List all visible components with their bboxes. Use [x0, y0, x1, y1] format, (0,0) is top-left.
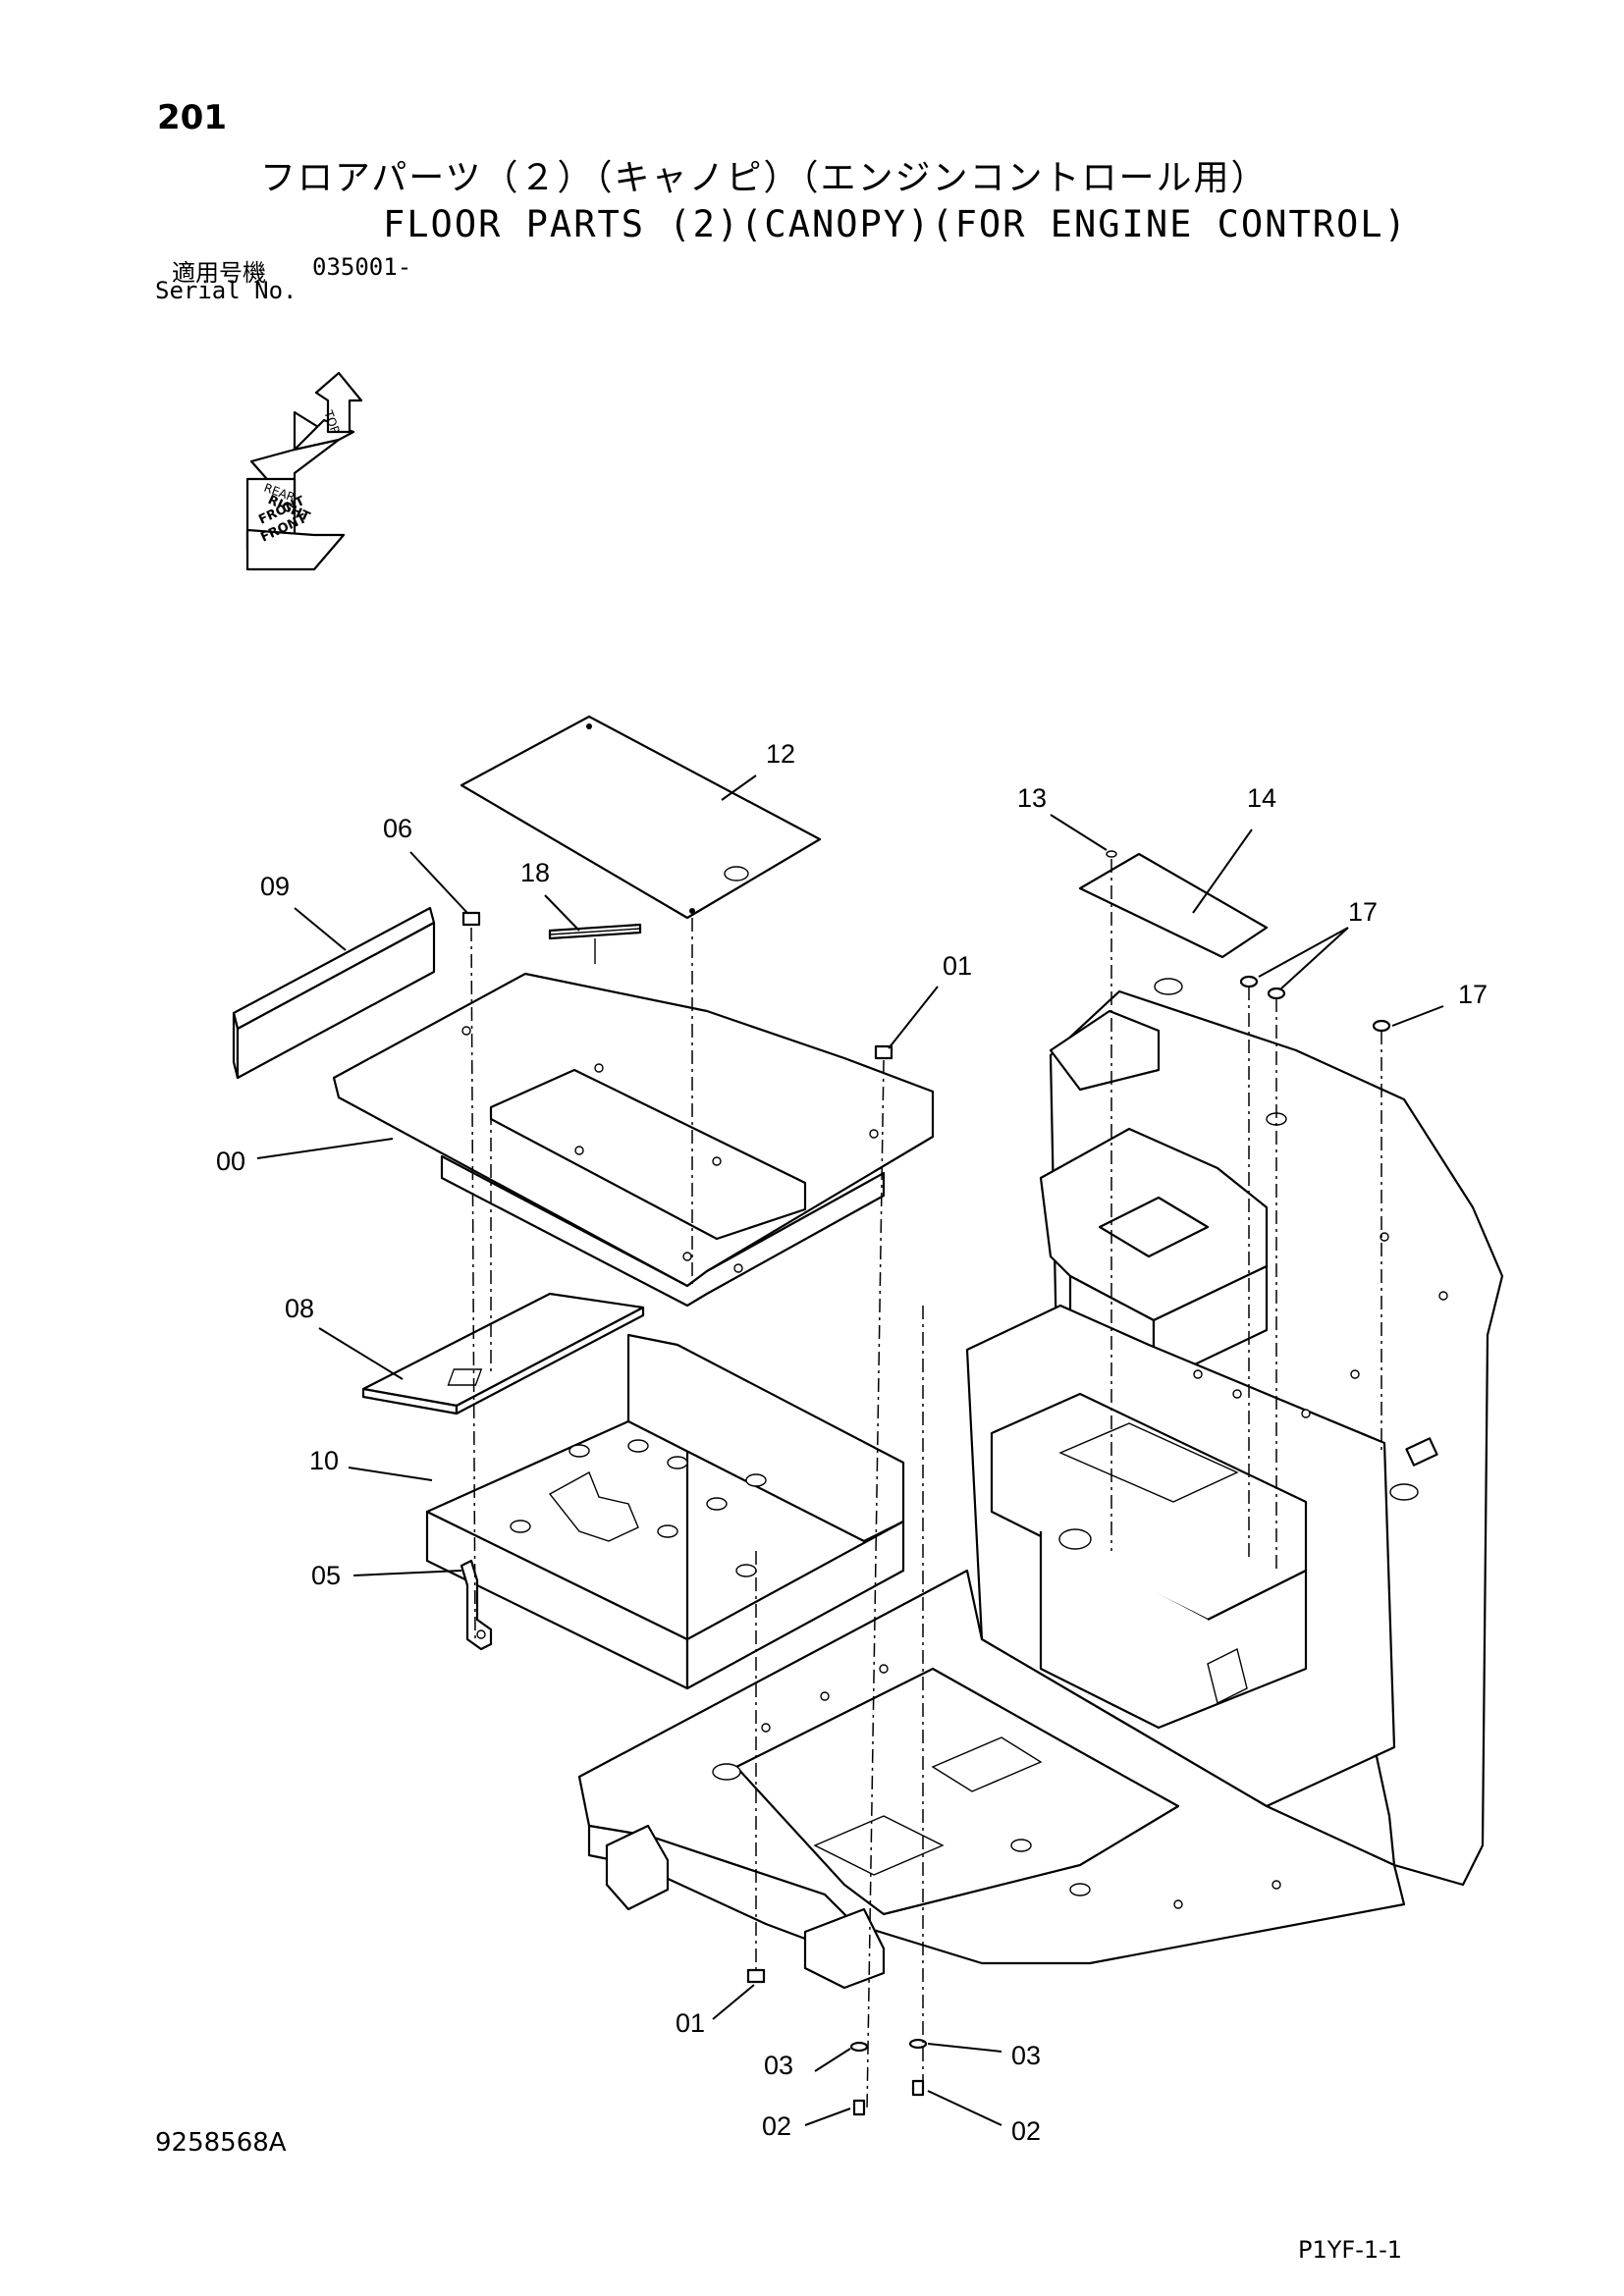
callout-13: 13	[1017, 783, 1047, 813]
cab-floor-frame	[965, 978, 1504, 1887]
callout-17: 17	[1348, 897, 1378, 927]
callout-02: 02	[1011, 2116, 1041, 2146]
base-frame	[577, 1569, 1406, 1990]
callout-02: 02	[762, 2111, 791, 2141]
callout-00: 00	[216, 1147, 245, 1176]
hardware	[461, 911, 1391, 2116]
assembly-lines	[470, 859, 1382, 2111]
serial-label-english: Serial No.	[155, 277, 298, 304]
drawing-number: 9258568A	[155, 2128, 287, 2158]
part-18-strip	[548, 923, 642, 964]
serial-label-japanese: 適用号機	[172, 259, 266, 287]
callout-18: 18	[520, 858, 550, 887]
callout-06: 06	[383, 814, 412, 843]
part-08-pad	[361, 1292, 645, 1415]
callout-05: 05	[311, 1561, 341, 1590]
part-00-floor-plate	[332, 972, 935, 1308]
orientation-icon: REAR TOP RIGHT FRONT FRONT	[245, 371, 363, 571]
page-number: 201	[157, 98, 227, 137]
callout-17: 17	[1458, 980, 1488, 1009]
callout-01: 01	[943, 951, 972, 981]
callouts: 12 06 18 09 01 00 08 10 05 13 14 17 17 0…	[216, 739, 1488, 2146]
part-12-floor-mat	[460, 715, 822, 920]
page-code: P1YF-1-1	[1298, 2236, 1403, 2264]
callout-09: 09	[260, 872, 290, 901]
part-09-board	[232, 906, 436, 1080]
callout-03: 03	[764, 2051, 793, 2080]
leader-lines	[256, 774, 1444, 2126]
callout-12: 12	[766, 739, 795, 769]
part-14-cover-plate	[1078, 850, 1269, 959]
callout-10: 10	[309, 1446, 339, 1475]
title-english: FLOOR PARTS (2)(CANOPY)(FOR ENGINE CONTR…	[383, 203, 1408, 245]
callout-01: 01	[676, 2008, 705, 2038]
serial-number-value: 035001-	[312, 253, 412, 281]
callout-08: 08	[285, 1294, 314, 1323]
title-japanese: フロアパーツ（２）（キャノピ）（エンジンコントロール用）	[260, 158, 1269, 198]
callout-03: 03	[1011, 2041, 1041, 2070]
callout-14: 14	[1247, 783, 1276, 813]
part-10-pan	[425, 1333, 905, 1690]
